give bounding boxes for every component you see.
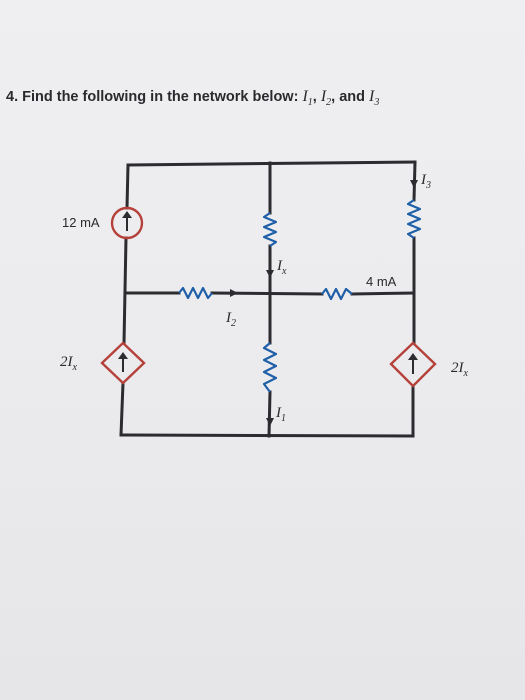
problem-statement: 4. Find the following in the network bel… <box>6 88 521 108</box>
wire-hmid-center <box>210 291 324 296</box>
wire-bottom <box>119 433 415 438</box>
problem-sep-1: , <box>312 89 321 105</box>
resistor-left-h <box>178 286 213 300</box>
label-4ma: 4 mA <box>366 274 397 289</box>
dependent-source-left <box>100 341 146 385</box>
label-ix: Ix <box>277 258 287 277</box>
problem-var-1: I1 <box>302 88 313 109</box>
arrow-i3 <box>410 180 418 188</box>
problem-var-2: I2 <box>320 88 332 109</box>
arrow-ix <box>266 270 274 278</box>
dependent-source-right <box>389 341 437 388</box>
resistor-right <box>406 199 422 239</box>
resistor-mid-lower <box>262 342 278 393</box>
problem-prefix: 4. Find the following in the network bel… <box>6 89 303 105</box>
label-dep-right: 2Ix <box>451 360 468 379</box>
current-source-12ma <box>110 206 144 240</box>
wire-hmid-right <box>350 291 416 296</box>
current-arrows <box>230 180 418 426</box>
arrow-i2 <box>230 289 238 297</box>
label-i2: I2 <box>226 310 236 329</box>
wire-left-mid2 <box>119 381 125 437</box>
label-12ma: 12 mA <box>62 215 100 230</box>
label-dep-left: 2Ix <box>60 354 77 373</box>
problem-var-3: I3 <box>369 88 380 109</box>
wire-left-mid1 <box>122 236 128 345</box>
problem-sep-2: , and <box>331 89 370 105</box>
bleed-through-text <box>300 227 303 239</box>
label-i1: I1 <box>276 405 286 424</box>
resistor-mid-upper <box>262 212 278 247</box>
wire-mid-b <box>267 390 272 438</box>
resistors <box>178 199 422 393</box>
wire-left-upper <box>125 163 130 210</box>
label-i3: I3 <box>421 172 431 191</box>
wires <box>119 160 417 438</box>
resistor-right-h <box>321 287 353 301</box>
arrow-i1 <box>266 418 274 426</box>
